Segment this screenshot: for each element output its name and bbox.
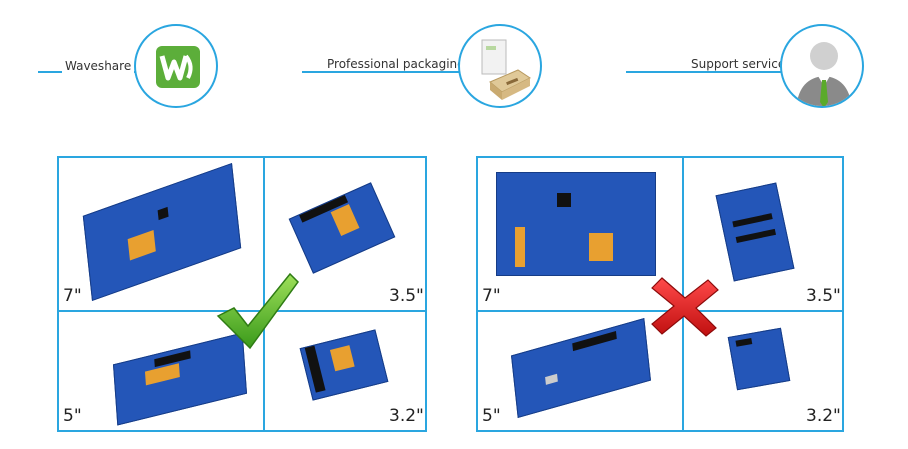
lcd-board-image: [299, 329, 389, 401]
product-cell-5inch: 5": [59, 312, 263, 430]
panel-divider: [476, 310, 844, 312]
panel-frame: [57, 156, 427, 432]
product-cell-3-2inch: 3.2": [684, 312, 842, 430]
product-cell-3-5inch: 3.5": [684, 158, 842, 310]
feature-label-packaging: Professional packaging: [324, 57, 468, 71]
product-cell-3-2inch: 3.2": [265, 312, 425, 430]
lcd-board-image: [288, 182, 396, 274]
size-label: 3.2": [806, 406, 841, 426]
product-cell-3-5inch: 3.5": [265, 158, 425, 310]
panel-divider: [263, 156, 265, 432]
product-cell-5inch: 5": [478, 312, 682, 430]
feature-line: [302, 71, 462, 73]
panel-divider: [682, 156, 684, 432]
cross-icon: [648, 274, 722, 338]
size-label: 3.5": [806, 286, 841, 306]
product-cell-7inch: 7": [59, 158, 263, 310]
package-box-icon: [458, 24, 542, 108]
size-label: 3.2": [389, 406, 424, 426]
lcd-board-image: [511, 318, 651, 418]
size-label: 5": [63, 406, 82, 426]
size-label: 3.5": [389, 286, 424, 306]
feature-label-waveshare: Waveshare: [62, 59, 135, 73]
panel-frame: [476, 156, 844, 432]
checkmark-icon: [214, 268, 302, 352]
support-person-icon: [780, 24, 864, 108]
waveshare-logo-icon: [134, 24, 218, 108]
panel-divider: [57, 310, 427, 312]
size-label: 7": [63, 286, 82, 306]
feature-line: [626, 71, 786, 73]
feature-label-support: Support service: [688, 57, 789, 71]
lcd-board-image: [496, 172, 656, 276]
lcd-board-image: [727, 327, 791, 391]
product-cell-7inch: 7": [478, 158, 682, 310]
size-label: 5": [482, 406, 501, 426]
size-label: 7": [482, 286, 501, 306]
lcd-board-image: [715, 182, 795, 282]
